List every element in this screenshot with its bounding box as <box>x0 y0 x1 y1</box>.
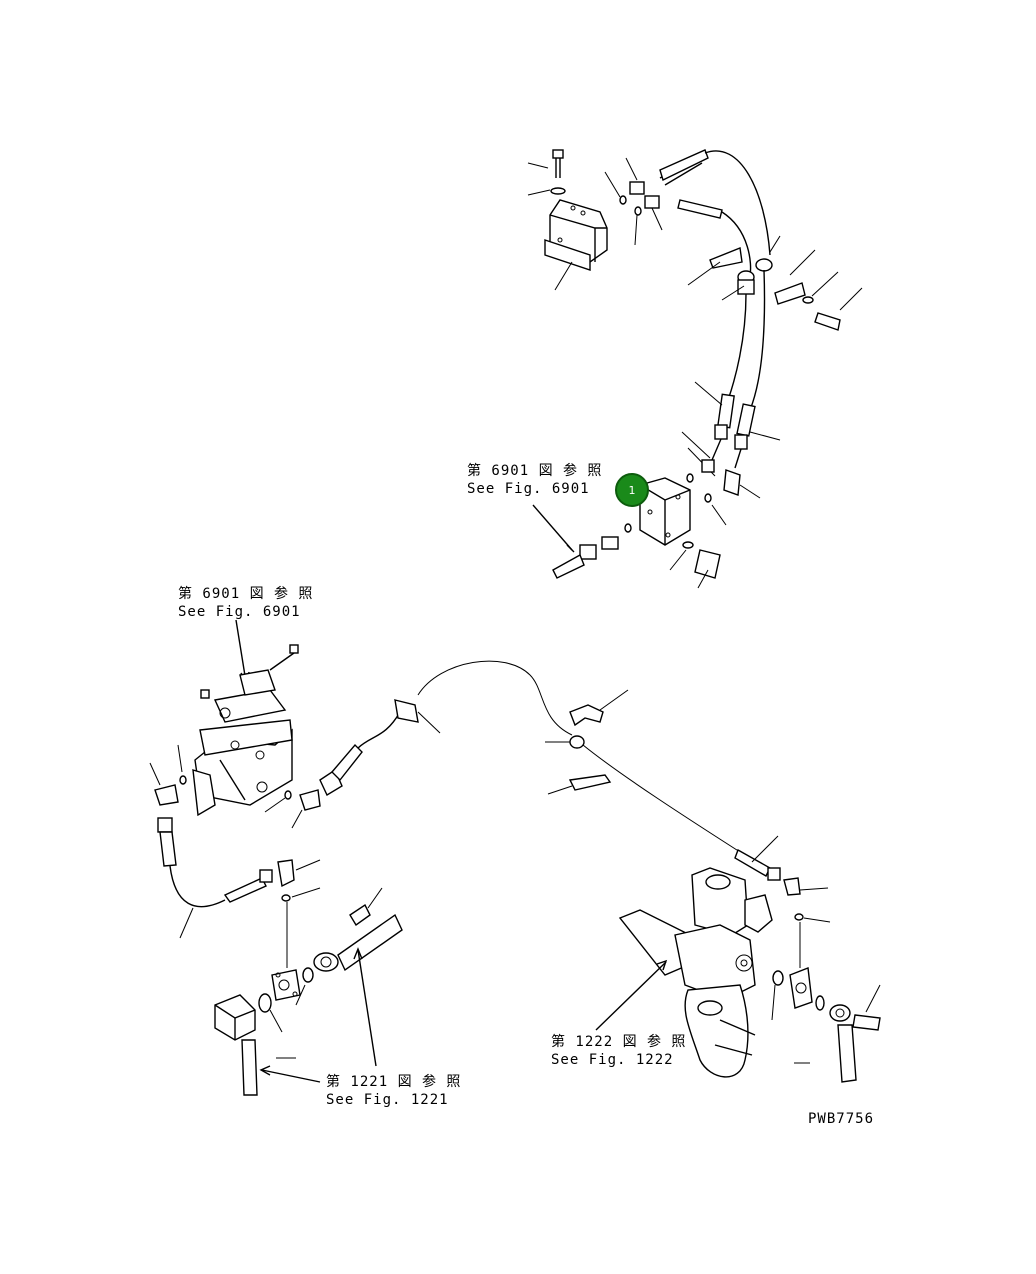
hose-end <box>259 869 273 883</box>
hose-sleeve <box>736 403 756 437</box>
ref-label-top-en: See Fig. 6901 <box>467 481 590 497</box>
o-ring <box>258 993 272 1013</box>
elbow <box>723 469 741 496</box>
bolt <box>349 903 371 927</box>
grommet <box>755 258 773 272</box>
o-ring <box>634 206 642 216</box>
hose-end <box>157 817 173 833</box>
o-ring <box>794 913 804 921</box>
hose-sleeve <box>717 393 735 429</box>
ref-label-bottom-left-jp: 第 1221 図 参 照 <box>326 1073 461 1090</box>
hose-sleeve <box>159 831 177 867</box>
hose-sleeve <box>659 149 709 181</box>
drawing-code: PWB7756 <box>808 1111 874 1127</box>
flange <box>789 967 813 1009</box>
o-ring <box>619 195 627 205</box>
clamp <box>394 699 419 723</box>
clamp <box>569 704 604 727</box>
o-ring <box>686 473 694 483</box>
bolt <box>852 1014 881 1031</box>
o-ring <box>302 967 314 983</box>
middle-hose <box>417 660 781 881</box>
hose-sleeve <box>223 877 267 903</box>
engine-assembly: 第 1222 図 参 照 See Fig. 1222 <box>551 867 881 1083</box>
adapter <box>629 181 645 195</box>
hose-sleeve <box>734 848 771 877</box>
ref-label-bottom-right-en: See Fig. 1222 <box>551 1052 674 1068</box>
grommet-body <box>737 279 755 295</box>
washer <box>682 541 694 549</box>
clamp <box>774 282 806 305</box>
elbow <box>299 789 321 811</box>
flange-plate <box>313 952 339 972</box>
hose-end <box>579 544 597 560</box>
hose-end <box>714 424 728 440</box>
plate <box>568 774 612 791</box>
adapter <box>601 536 619 550</box>
hose-sleeve <box>837 1024 857 1083</box>
grommet <box>569 735 585 749</box>
clamp <box>709 247 743 269</box>
elbow <box>277 859 295 888</box>
hose-sleeve <box>331 743 363 782</box>
bolt <box>694 549 721 579</box>
bracket <box>241 1039 258 1096</box>
pipe <box>337 913 403 972</box>
mount-block <box>544 199 608 271</box>
plug <box>200 689 210 699</box>
hose-end <box>767 867 781 881</box>
adapter <box>701 459 715 473</box>
ref-label-left-jp: 第 6901 図 参 照 <box>178 585 313 602</box>
o-ring <box>704 493 712 503</box>
bracket <box>192 769 216 817</box>
ref-label-left-en: See Fig. 6901 <box>178 604 301 620</box>
washer <box>802 296 814 304</box>
o-ring <box>281 894 291 902</box>
elbow <box>783 877 801 896</box>
o-ring <box>772 970 784 986</box>
hose-end <box>734 434 748 450</box>
ref-label-top-jp: 第 6901 図 参 照 <box>467 462 602 479</box>
flange-plate <box>829 1004 851 1022</box>
washer <box>550 187 566 195</box>
valve-assembly: 第 6901 図 参 照 See Fig. 6901 <box>149 585 461 1108</box>
bolt <box>552 149 564 178</box>
elbow <box>154 784 179 806</box>
o-ring <box>179 775 187 785</box>
o-ring <box>815 995 825 1011</box>
top-assembly <box>527 149 863 589</box>
hose-sleeve <box>552 554 585 579</box>
o-ring <box>624 523 632 533</box>
ref-label-bottom-right-jp: 第 1222 図 参 照 <box>551 1033 686 1050</box>
callout-number: 1 <box>629 484 636 497</box>
callout-1[interactable]: 1 <box>615 473 649 507</box>
hose-sleeve <box>677 199 723 219</box>
bolt <box>814 312 841 331</box>
o-ring <box>284 790 292 800</box>
ref-label-bottom-left-en: See Fig. 1221 <box>326 1092 449 1108</box>
plug <box>289 644 299 654</box>
elbow <box>644 195 660 209</box>
